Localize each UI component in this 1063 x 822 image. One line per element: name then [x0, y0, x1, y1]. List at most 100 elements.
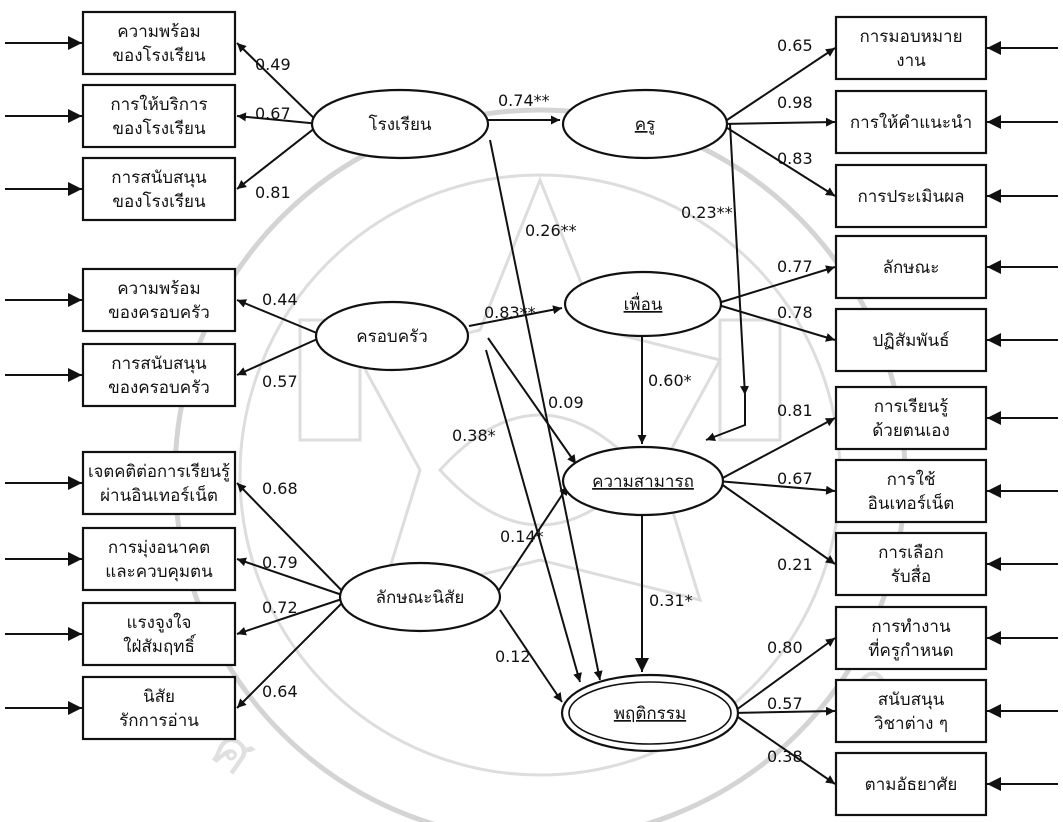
path-lines	[236, 42, 836, 785]
path-teacher-ability-b	[705, 395, 746, 441]
indicator-box-family-1-line2: ของครอบครัว	[108, 378, 210, 398]
loading-friend-0	[714, 265, 836, 305]
loading-label-trait-2: 0.72	[262, 598, 298, 617]
indicator-box-school-0-line2: ของโรงเรียน	[112, 45, 206, 66]
indicator-box-behavior-1-line1: สนับสนุน	[878, 690, 945, 710]
indicator-box-school-2-line1: การสนับสนุน	[111, 168, 207, 188]
path-school-behavior	[489, 139, 603, 681]
latent-label-trait: ลักษณะนิสัย	[376, 588, 465, 608]
loading-label-teacher-0: 0.65	[777, 36, 813, 55]
loading-behavior-0	[731, 637, 836, 714]
loading-label-behavior-1: 0.57	[767, 694, 803, 713]
loading-school-1	[236, 112, 321, 125]
path-label-school-teacher: 0.74**	[498, 91, 550, 110]
coefficient-labels: 0.490.670.810.440.570.680.790.720.640.65…	[255, 36, 813, 766]
watermark-seal: ศ ล	[172, 107, 908, 822]
path-family-ability	[487, 337, 577, 465]
indicator-box-behavior-0-line2: ที่ครูกำหนด	[868, 638, 953, 661]
loading-family-1	[236, 335, 325, 376]
loading-ability-0	[716, 417, 836, 482]
path-family-behavior	[485, 349, 582, 683]
indicator-box-friend-1: ปฏิสัมพันธ์	[834, 307, 988, 373]
indicator-box-trait-0-line1: เจตคติต่อการเรียนรู้	[88, 462, 230, 482]
indicator-box-teacher-0-line2: งาน	[896, 51, 926, 71]
indicator-boxes: ความพร้อมของโรงเรียนการให้บริการของโรงเร…	[81, 10, 988, 817]
loading-label-ability-0: 0.81	[777, 401, 813, 420]
loading-teacher-0	[720, 47, 836, 125]
indicator-box-ability-2-line1: การเลือก	[878, 543, 944, 563]
indicator-box-friend-1-line1: ปฏิสัมพันธ์	[873, 331, 950, 351]
indicator-box-trait-0: เจตคติต่อการเรียนรู้ผ่านอินเทอร์เน็ต	[81, 450, 237, 516]
indicator-box-friend-0: ลักษณะ	[834, 234, 988, 300]
loading-trait-2	[236, 596, 349, 636]
loading-label-teacher-2: 0.83	[777, 149, 813, 168]
indicator-box-ability-0: การเรียนรู้ด้วยตนเอง	[834, 385, 988, 451]
loading-behavior-1	[731, 706, 836, 716]
path-label-trait-behavior: 0.12	[495, 647, 531, 666]
indicator-box-ability-2: การเลือกรับสื่อ	[834, 531, 988, 597]
latent-label-teacher: ครู	[635, 115, 656, 135]
latent-label-behavior: พฤติกรรม	[614, 704, 686, 724]
loading-label-family-0: 0.44	[262, 290, 298, 309]
latent-family: ครอบครัว	[314, 300, 470, 372]
path-family-friend	[468, 305, 563, 327]
latent-ability: ความสามารถ	[561, 445, 725, 517]
latent-label-friend: เพื่อน	[624, 292, 663, 315]
loading-trait-0	[236, 482, 349, 598]
latent-label-school: โรงเรียน	[368, 114, 431, 135]
indicator-box-teacher-1: การให้คำแนะนำ	[834, 89, 988, 155]
indicator-box-family-0-line2: ของครอบครัว	[108, 303, 210, 323]
indicator-box-trait-2-line1: แรงจูงใจ	[127, 612, 192, 633]
loading-label-school-2: 0.81	[255, 183, 291, 202]
loading-ability-1	[716, 480, 836, 495]
indicator-box-friend-0-line1: ลักษณะ	[883, 258, 940, 278]
indicator-box-school-2-line2: ของโรงเรียน	[112, 191, 206, 212]
indicator-box-ability-1: การใช้อินเทอร์เน็ต	[834, 458, 988, 524]
indicator-box-behavior-0-line1: การทำงาน	[871, 617, 951, 637]
latent-school: โรงเรียน	[310, 88, 490, 160]
indicator-box-school-1-line1: การให้บริการ	[110, 94, 207, 115]
indicator-box-trait-2-line2: ใฝ่สัมฤทธิ์	[123, 634, 197, 657]
indicator-box-trait-0-line2: ผ่านอินเทอร์เน็ต	[100, 484, 218, 506]
indicator-box-trait-3: นิสัยรักการอ่าน	[81, 675, 237, 741]
loading-label-ability-1: 0.67	[777, 469, 813, 488]
loading-label-ability-2: 0.21	[777, 555, 813, 574]
latent-behavior: พฤติกรรม	[560, 673, 740, 753]
indicator-box-ability-0-line1: การเรียนรู้	[874, 397, 949, 417]
indicator-box-behavior-2-line1: ตามอัธยาศัย	[865, 775, 958, 795]
loading-friend-1	[714, 303, 836, 342]
latent-label-ability: ความสามารถ	[592, 472, 694, 492]
path-label-family-friend: 0.83**	[484, 303, 536, 322]
loading-teacher-2	[720, 123, 836, 197]
indicator-box-ability-2-line2: รับสื่อ	[891, 564, 932, 587]
path-label-ability-behavior: 0.31*	[649, 591, 693, 610]
indicator-box-teacher-0-line1: การมอบหมาย	[859, 27, 962, 47]
path-label-school-behavior: 0.26**	[525, 221, 577, 240]
loading-label-friend-1: 0.78	[777, 303, 813, 322]
loading-family-0	[236, 299, 325, 337]
indicator-box-teacher-1-line1: การให้คำแนะนำ	[850, 112, 972, 133]
error-arrows	[5, 36, 1058, 791]
path-trait-ability	[498, 485, 569, 591]
latent-label-family: ครอบครัว	[356, 327, 428, 347]
loading-behavior-2	[731, 712, 836, 785]
loading-label-behavior-0: 0.80	[767, 638, 803, 657]
loading-label-trait-0: 0.68	[262, 479, 298, 498]
loading-label-school-0: 0.49	[255, 55, 291, 74]
loading-school-2	[236, 123, 321, 190]
loading-label-friend-0: 0.77	[777, 257, 813, 276]
path-label-trait-ability: 0.14*	[500, 527, 544, 546]
loading-school-0	[236, 42, 321, 125]
indicator-box-trait-1-line2: และควบคุมตน	[105, 562, 213, 582]
loading-label-teacher-1: 0.98	[777, 93, 813, 112]
latent-trait: ลักษณะนิสัย	[338, 561, 502, 633]
indicator-box-behavior-1-line2: วิชาต่าง ๆ	[874, 714, 949, 734]
